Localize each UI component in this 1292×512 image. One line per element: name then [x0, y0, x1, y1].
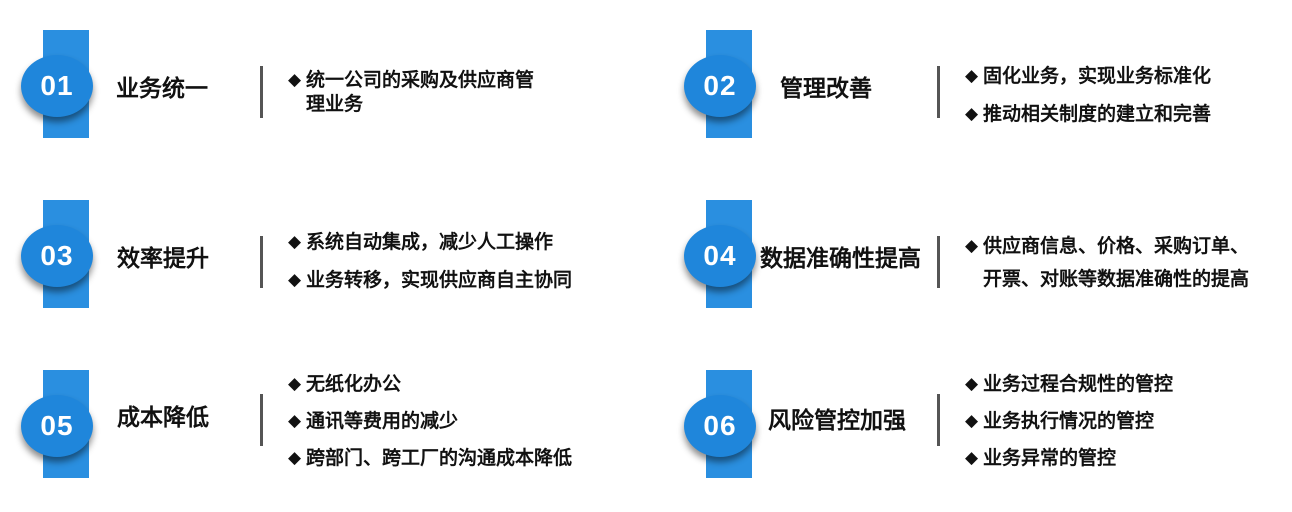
bullet-list: ◆ 系统自动集成，减少人工操作 ◆ 业务转移，实现供应商自主协同: [288, 230, 572, 306]
number-badge: 03: [21, 225, 93, 287]
divider: [937, 66, 940, 118]
diamond-bullet-icon: ◆: [965, 374, 979, 394]
number-badge: 04: [684, 225, 756, 287]
benefit-card-02: 02 管理改善 ◆ 固化业务，实现业务标准化 ◆ 推动相关制度的建立和完善: [683, 30, 1292, 150]
bullet-item: ◆ 统一公司的采购及供应商管 理业务: [288, 69, 535, 115]
bullet-list: ◆ 固化业务，实现业务标准化 ◆ 推动相关制度的建立和完善: [965, 64, 1211, 140]
diamond-bullet-icon: ◆: [965, 66, 979, 86]
bullet-list: ◆ 无纸化办公 ◆ 通讯等费用的减少 ◆ 跨部门、跨工厂的沟通成本降低: [288, 372, 572, 484]
benefit-title: 数据准确性提高: [760, 246, 921, 272]
diamond-bullet-icon: ◆: [288, 374, 302, 394]
number-badge: 01: [21, 55, 93, 117]
bullet-list: ◆ 供应商信息、价格、采购订单、 开票、对账等数据准确性的提高: [965, 230, 1249, 310]
bullet-item: ◆ 无纸化办公: [288, 373, 402, 395]
diamond-bullet-icon: ◆: [965, 236, 979, 256]
diamond-bullet-icon: ◆: [965, 448, 979, 468]
bullet-item: ◆ 业务转移，实现供应商自主协同: [288, 269, 573, 291]
diamond-bullet-icon: ◆: [288, 70, 302, 90]
bullet-item: ◆ 系统自动集成，减少人工操作: [288, 231, 554, 253]
bullet-item: ◆ 固化业务，实现业务标准化: [965, 65, 1212, 87]
number-badge: 05: [21, 395, 93, 457]
bullet-item: ◆ 通讯等费用的减少: [288, 410, 459, 432]
diamond-bullet-icon: ◆: [965, 411, 979, 431]
bullet-item: ◆ 跨部门、跨工厂的沟通成本降低: [288, 447, 573, 469]
benefit-card-06: 06 风险管控加强 ◆ 业务过程合规性的管控 ◆ 业务执行情况的管控 ◆ 业务异…: [683, 370, 1292, 490]
number-badge: 02: [684, 55, 756, 117]
benefit-title: 管理改善: [780, 76, 872, 102]
bullet-list: ◆ 统一公司的采购及供应商管 理业务: [288, 68, 534, 130]
benefit-card-03: 03 效率提升 ◆ 系统自动集成，减少人工操作 ◆ 业务转移，实现供应商自主协同: [20, 200, 660, 320]
diamond-bullet-icon: ◆: [965, 104, 979, 124]
divider: [260, 236, 263, 288]
number-badge: 06: [684, 395, 756, 457]
benefit-title: 成本降低: [117, 405, 209, 431]
bullet-item: ◆ 业务过程合规性的管控: [965, 373, 1174, 395]
benefit-title: 业务统一: [116, 76, 208, 102]
diamond-bullet-icon: ◆: [288, 411, 302, 431]
benefit-title: 风险管控加强: [768, 408, 906, 434]
benefit-title: 效率提升: [117, 246, 209, 272]
bullet-list: ◆ 业务过程合规性的管控 ◆ 业务执行情况的管控 ◆ 业务异常的管控: [965, 372, 1173, 484]
bullet-item: ◆ 业务执行情况的管控: [965, 410, 1155, 432]
bullet-item: ◆ 供应商信息、价格、采购订单、 开票、对账等数据准确性的提高: [965, 230, 1249, 296]
diamond-bullet-icon: ◆: [288, 448, 302, 468]
benefit-card-05: 05 成本降低 ◆ 无纸化办公 ◆ 通讯等费用的减少 ◆ 跨部门、跨工厂的沟通成…: [20, 370, 660, 490]
benefit-card-04: 04 数据准确性提高 ◆ 供应商信息、价格、采购订单、 开票、对账等数据准确性的…: [683, 200, 1292, 320]
bullet-item: ◆ 推动相关制度的建立和完善: [965, 103, 1212, 125]
diamond-bullet-icon: ◆: [288, 270, 302, 290]
diamond-bullet-icon: ◆: [288, 232, 302, 252]
bullet-item: ◆ 业务异常的管控: [965, 447, 1117, 469]
divider: [260, 394, 263, 446]
divider: [937, 236, 940, 288]
divider: [260, 66, 263, 118]
divider: [937, 394, 940, 446]
benefit-card-01: 01 业务统一 ◆ 统一公司的采购及供应商管 理业务: [20, 30, 660, 150]
